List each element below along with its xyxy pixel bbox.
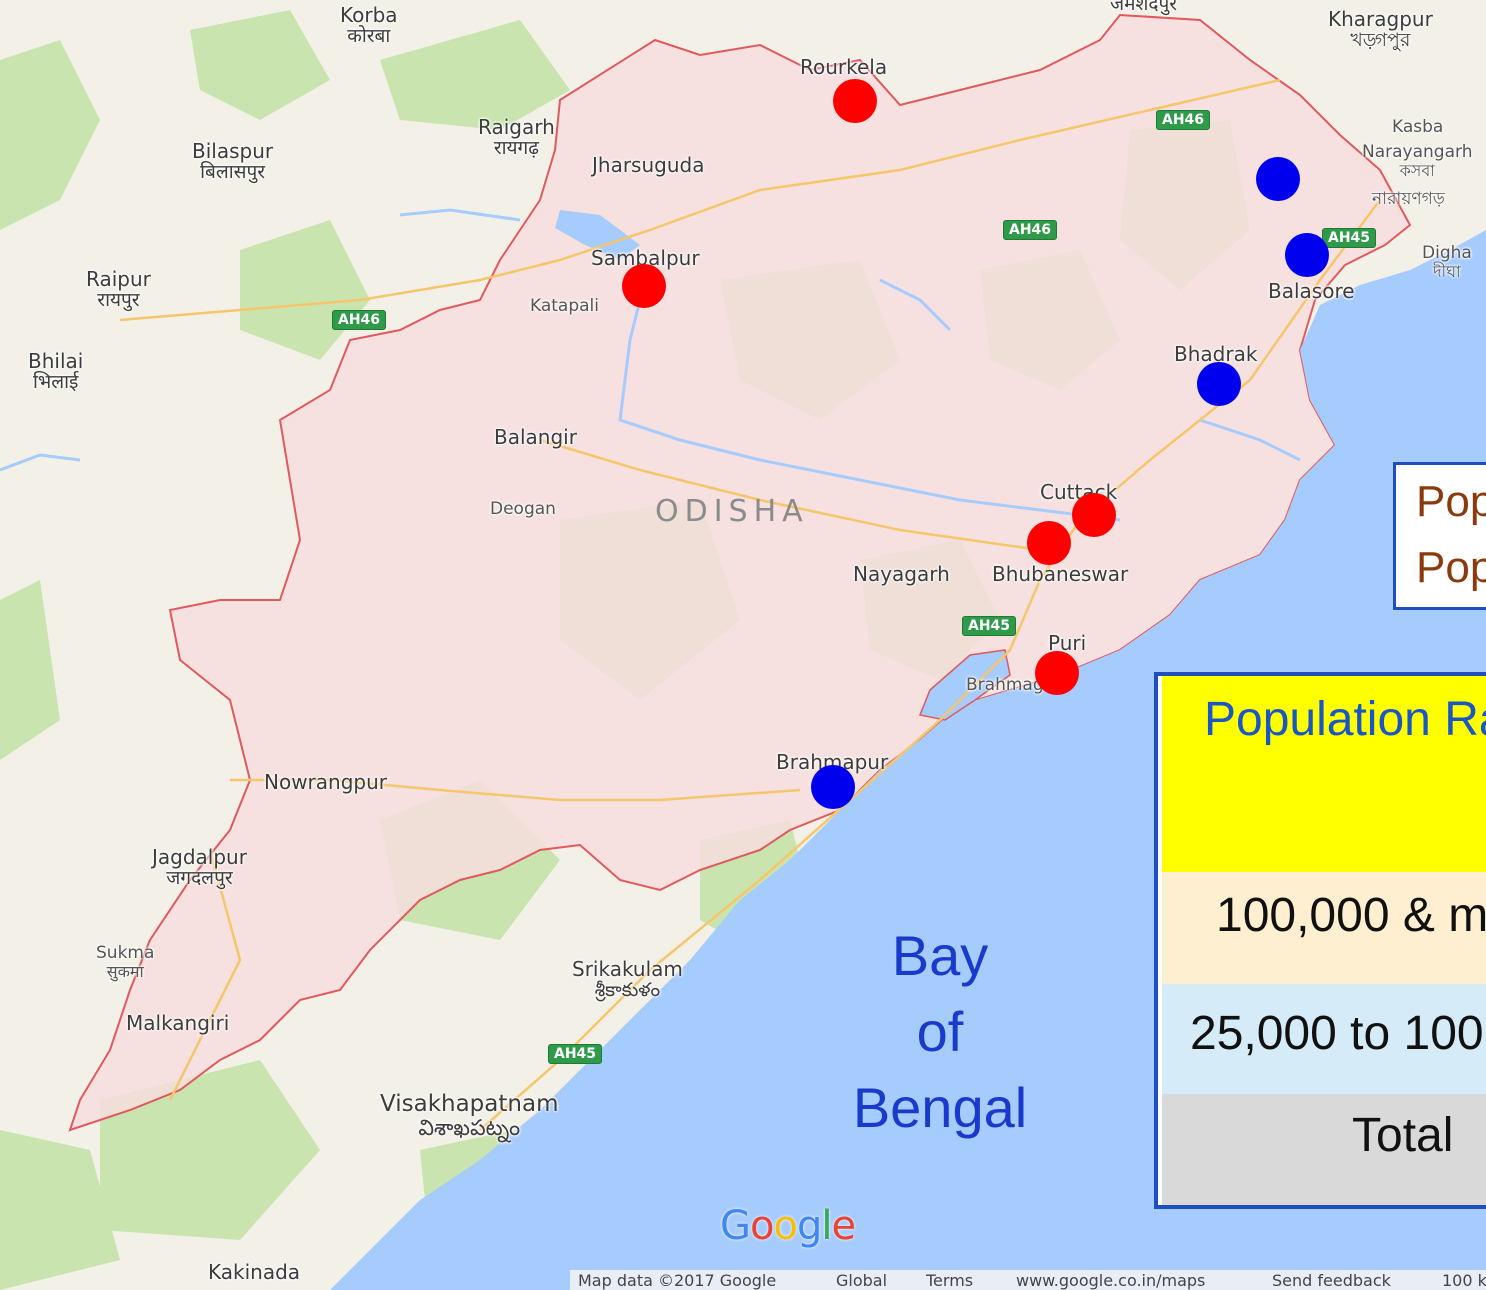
highway-shield-ah45-north: AH45 bbox=[1322, 228, 1377, 248]
maps-url-link[interactable]: www.google.co.in/maps bbox=[1016, 1271, 1206, 1290]
odisha-state-boundary bbox=[68, 13, 1412, 1132]
sea-label-line-1: Bay bbox=[891, 924, 989, 987]
table-row: 25,000 to 100,000 bbox=[1162, 984, 1486, 1094]
place-nayagarh[interactable]: Nayagarh bbox=[853, 562, 950, 586]
marker-blue-balasore[interactable] bbox=[1285, 233, 1329, 277]
highway-shield-ah46-west: AH46 bbox=[332, 310, 387, 330]
send-feedback-link[interactable]: Send feedback bbox=[1272, 1271, 1391, 1290]
rivers bbox=[0, 208, 1301, 522]
sea-label: Bay of Bengal bbox=[850, 918, 1030, 1146]
place-jharsuguda[interactable]: Jharsuguda bbox=[592, 153, 705, 177]
marker-red-bhubaneswar[interactable] bbox=[1027, 521, 1071, 565]
marker-red-rourkela[interactable] bbox=[833, 79, 877, 123]
highway-shield-ah46-central: AH46 bbox=[1003, 220, 1058, 240]
place-narayangarh-local: নারায়ণগড় bbox=[1372, 189, 1445, 209]
place-nowrangpur[interactable]: Nowrangpur bbox=[264, 770, 387, 794]
place-deogan[interactable]: Deogan bbox=[490, 499, 556, 519]
highway-shield-ah45-central: AH45 bbox=[962, 616, 1017, 636]
table-cell-range-2: 25,000 to 100,000 bbox=[1190, 1007, 1486, 1060]
marker-red-sambalpur[interactable] bbox=[622, 264, 666, 308]
highway-shield-ah46-north: AH46 bbox=[1156, 110, 1211, 130]
place-kakinada[interactable]: Kakinada bbox=[208, 1260, 301, 1284]
place-bhubaneswar[interactable]: Bhubaneswar bbox=[992, 562, 1129, 586]
table-row: Total bbox=[1162, 1094, 1486, 1205]
place-kasba[interactable]: Kasba bbox=[1392, 117, 1444, 137]
map-data-text: Map data ©2017 Google bbox=[578, 1271, 777, 1290]
marker-red-puri[interactable] bbox=[1035, 651, 1079, 695]
marker-blue-bhadrak[interactable] bbox=[1197, 362, 1241, 406]
hirakud-reservoir bbox=[555, 210, 640, 260]
google-logo: Google bbox=[720, 1203, 856, 1249]
state-label: ODISHA bbox=[655, 494, 809, 529]
place-balangir[interactable]: Balangir bbox=[494, 425, 577, 449]
terms-link[interactable]: Terms bbox=[926, 1271, 974, 1290]
place-katapali[interactable]: Katapali bbox=[530, 296, 600, 316]
marker-red-cuttack[interactable] bbox=[1072, 493, 1116, 537]
population-table: Population Range 100,000 & more 25,000 t… bbox=[1154, 672, 1486, 1209]
table-cell-range-1: 100,000 & more bbox=[1216, 889, 1486, 942]
table-cell-total: Total bbox=[1352, 1109, 1454, 1162]
sea-label-line-2: of bbox=[916, 1000, 964, 1063]
legend-line-2: Pop bbox=[1416, 543, 1486, 592]
sea-label-line-3: Bengal bbox=[852, 1076, 1028, 1139]
legend-line-1: Pop bbox=[1416, 477, 1486, 526]
place-sambalpur[interactable]: Sambalpur bbox=[591, 246, 700, 270]
chilika-lake bbox=[918, 649, 1011, 721]
legend-box: Pop Pop bbox=[1393, 462, 1486, 610]
roads bbox=[119, 78, 1381, 1131]
place-puri[interactable]: Puri bbox=[1048, 631, 1087, 655]
highway-shield-ah45-south: AH45 bbox=[548, 1044, 603, 1064]
place-balasore[interactable]: Balasore bbox=[1268, 279, 1355, 303]
global-link[interactable]: Global bbox=[836, 1271, 888, 1290]
place-bhadrak[interactable]: Bhadrak bbox=[1174, 342, 1258, 366]
table-header-cell: Population Range bbox=[1204, 693, 1486, 746]
place-brahmapur[interactable]: Brahmapur bbox=[776, 750, 889, 774]
place-jamshedpur[interactable]: जमशेदपुर bbox=[1110, 0, 1178, 15]
place-malkangiri[interactable]: Malkangiri bbox=[126, 1011, 230, 1035]
table-header-row: Population Range bbox=[1162, 676, 1486, 872]
marker-blue-north[interactable] bbox=[1256, 157, 1300, 201]
attribution-bar: Map data ©2017 Google Global Terms www.g… bbox=[570, 1270, 1486, 1290]
table-row: 100,000 & more bbox=[1162, 872, 1486, 984]
scale-bar-label: 100 km bbox=[1442, 1271, 1486, 1290]
marker-blue-brahmapur[interactable] bbox=[811, 765, 855, 809]
place-rourkela[interactable]: Rourkela bbox=[800, 55, 888, 79]
